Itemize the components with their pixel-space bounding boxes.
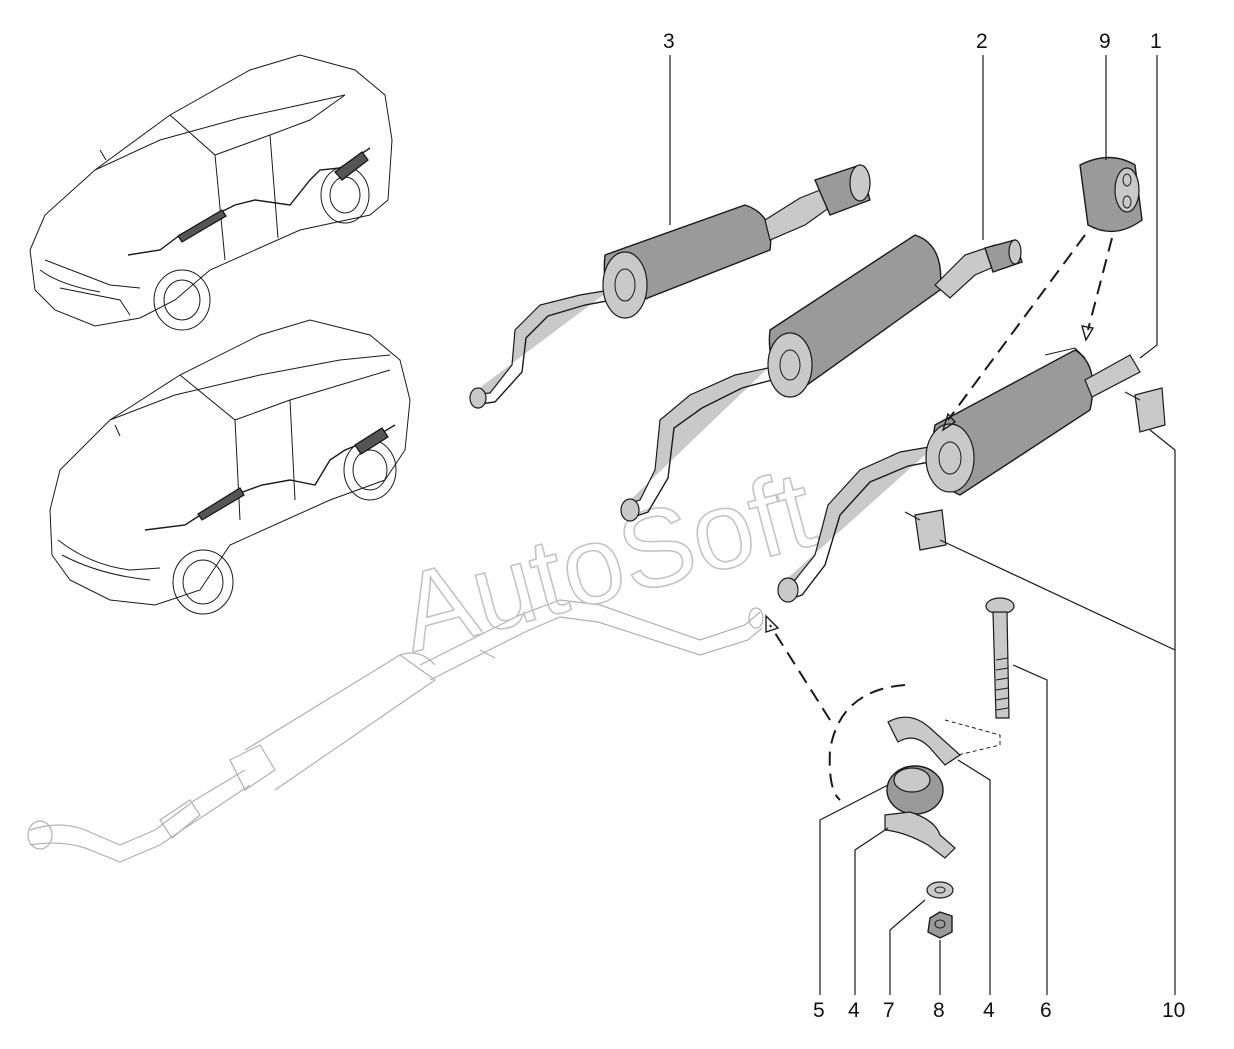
callout-2: 2 xyxy=(976,30,988,53)
wagon-illustration xyxy=(49,319,411,615)
leader-lines xyxy=(669,55,1176,995)
wagon-front-muffler xyxy=(197,487,245,521)
callout-9: 9 xyxy=(1099,30,1111,53)
callout-4-left: 4 xyxy=(848,999,860,1022)
part-10-clip-upper xyxy=(1124,387,1166,433)
sedan-exhaust-line xyxy=(127,147,371,256)
part-3-rear-muffler-assembly xyxy=(469,164,871,409)
part-7-washer xyxy=(926,881,954,899)
assembly-arrows xyxy=(765,234,1113,756)
sedan-front-muffler xyxy=(177,209,227,243)
callout-7: 7 xyxy=(883,999,895,1022)
callout-8: 8 xyxy=(933,999,945,1022)
full-exhaust-outline xyxy=(27,599,764,863)
part-2-rear-muffler-assembly xyxy=(620,234,1023,522)
sedan-illustration xyxy=(29,54,393,331)
part-4-clamp-upper xyxy=(887,716,961,766)
callout-5: 5 xyxy=(813,999,825,1022)
callout-10: 10 xyxy=(1162,999,1185,1022)
callout-3: 3 xyxy=(663,30,675,53)
part-9-rubber-hanger xyxy=(1079,156,1143,233)
part-10-clip-lower xyxy=(904,509,947,551)
clamp-group-outline xyxy=(828,684,906,801)
watermark: AutoSoft xyxy=(387,447,826,675)
callout-4-right: 4 xyxy=(983,999,995,1022)
part-6-bolt xyxy=(985,597,1015,719)
callout-labels: 3 2 9 1 5 4 7 8 4 6 10 xyxy=(663,30,1185,1022)
wagon-exhaust-line xyxy=(144,424,396,531)
part-5-clamp-cushion xyxy=(886,765,944,815)
sedan-rear-muffler xyxy=(334,151,369,181)
callout-6: 6 xyxy=(1040,999,1052,1022)
part-8-nut xyxy=(927,911,953,939)
wagon-rear-muffler xyxy=(354,427,389,455)
part-1-rear-muffler-assembly xyxy=(777,347,1141,603)
callout-1: 1 xyxy=(1150,30,1162,53)
part-4-clamp-lower xyxy=(884,811,956,859)
